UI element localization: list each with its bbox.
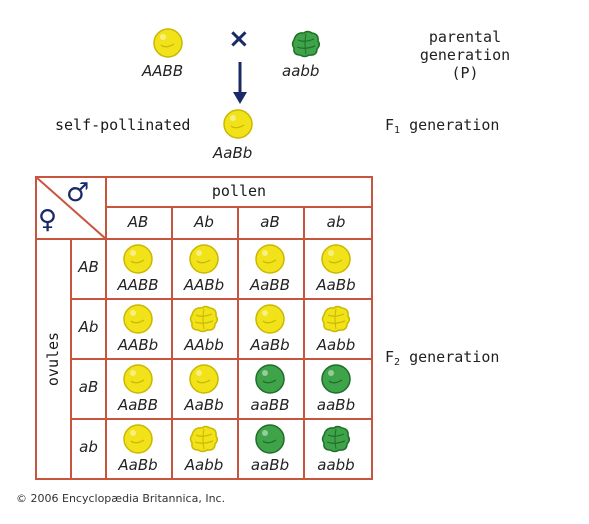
pea-yellow-round-icon xyxy=(122,243,154,275)
column-header: AB xyxy=(127,213,149,231)
pea-yellow-round-parent xyxy=(152,27,184,59)
f1-label-prefix: F xyxy=(385,116,395,134)
grid-line xyxy=(371,176,373,480)
column-header: ab xyxy=(326,213,346,231)
pea-yellow-round-icon xyxy=(188,243,220,275)
cell-genotype: Aabb xyxy=(184,456,224,474)
ovules-label: ovules xyxy=(44,331,62,387)
column-header: aB xyxy=(260,213,280,231)
parental-label-line3: (P) xyxy=(451,64,479,82)
parent-right-genotype: aabb xyxy=(282,62,320,80)
pea-green-round-icon xyxy=(254,423,286,455)
pea-yellow-wrinkled-icon xyxy=(320,303,352,335)
f2-label-suffix: generation xyxy=(400,348,500,366)
pollen-label: pollen xyxy=(211,182,267,200)
pea-yellow-round-icon xyxy=(254,243,286,275)
row-header: ab xyxy=(79,438,98,456)
female-symbol-icon: ♀ xyxy=(38,205,58,235)
cell-genotype: AaBB xyxy=(117,396,159,414)
cell-genotype: aaBb xyxy=(250,456,290,474)
pea-yellow-round-icon xyxy=(122,423,154,455)
cell-genotype: AABB xyxy=(117,276,159,294)
grid-line xyxy=(70,298,373,300)
cell-genotype: AAbb xyxy=(184,336,224,354)
cell-genotype: AABb xyxy=(117,336,159,354)
row-header: aB xyxy=(78,378,99,396)
f1-label-suffix: generation xyxy=(400,116,500,134)
arrow-down-icon xyxy=(233,62,247,104)
grid-line xyxy=(70,358,373,360)
cell-genotype: aaBB xyxy=(250,396,290,414)
cell-genotype: aabb xyxy=(317,456,355,474)
pea-yellow-round-icon xyxy=(122,303,154,335)
cell-genotype: AaBB xyxy=(249,276,291,294)
cell-genotype: Aabb xyxy=(316,336,356,354)
pea-yellow-round-icon xyxy=(320,243,352,275)
grid-line xyxy=(70,238,72,480)
pea-yellow-wrinkled-icon xyxy=(188,303,220,335)
cell-genotype: AABb xyxy=(183,276,225,294)
f1-label-sub: 1 xyxy=(394,125,401,136)
pea-green-round-icon xyxy=(254,363,286,395)
self-pollinated-label: self-pollinated xyxy=(55,116,191,134)
cell-genotype: AaBb xyxy=(316,276,356,294)
grid-line xyxy=(171,206,173,480)
f1-generation-label: F1 generation xyxy=(385,116,499,140)
f1-genotype: AaBb xyxy=(213,144,253,162)
cell-genotype: AaBb xyxy=(184,396,224,414)
parent-left-genotype: AABB xyxy=(142,62,184,80)
row-header: Ab xyxy=(78,318,99,336)
column-header: Ab xyxy=(194,213,214,231)
grid-line xyxy=(35,478,373,480)
pea-yellow-round-f1 xyxy=(222,108,254,140)
grid-line xyxy=(105,206,373,208)
grid-line xyxy=(35,238,373,240)
cell-genotype: AaBb xyxy=(250,336,290,354)
corner-diagonal xyxy=(35,176,107,240)
pea-yellow-round-icon xyxy=(254,303,286,335)
pea-green-wrinkled-parent xyxy=(290,28,322,60)
pea-yellow-round-icon xyxy=(188,363,220,395)
cell-genotype: aaBb xyxy=(316,396,356,414)
grid-line xyxy=(303,206,305,480)
parental-label-line1: parental xyxy=(428,28,502,46)
cross-icon: × xyxy=(228,24,250,54)
grid-line xyxy=(105,176,107,480)
parental-generation-label: parental generation (P) xyxy=(400,28,530,82)
pea-yellow-wrinkled-icon xyxy=(188,423,220,455)
parental-label-line2: generation xyxy=(419,46,511,64)
f2-generation-label: F2 generation xyxy=(385,348,499,372)
pea-green-round-icon xyxy=(320,363,352,395)
grid-line xyxy=(237,206,239,480)
copyright-text: © 2006 Encyclopædia Britannica, Inc. xyxy=(16,492,226,505)
pea-green-wrinkled-icon xyxy=(320,423,352,455)
grid-line xyxy=(35,176,37,480)
pea-yellow-round-icon xyxy=(122,363,154,395)
grid-line xyxy=(70,418,373,420)
male-symbol-icon: ♂ xyxy=(66,178,90,208)
row-header: AB xyxy=(78,258,99,276)
cell-genotype: AaBb xyxy=(118,456,158,474)
grid-line xyxy=(35,176,373,178)
f2-label-prefix: F xyxy=(385,348,395,366)
f2-label-sub: 2 xyxy=(394,357,401,368)
